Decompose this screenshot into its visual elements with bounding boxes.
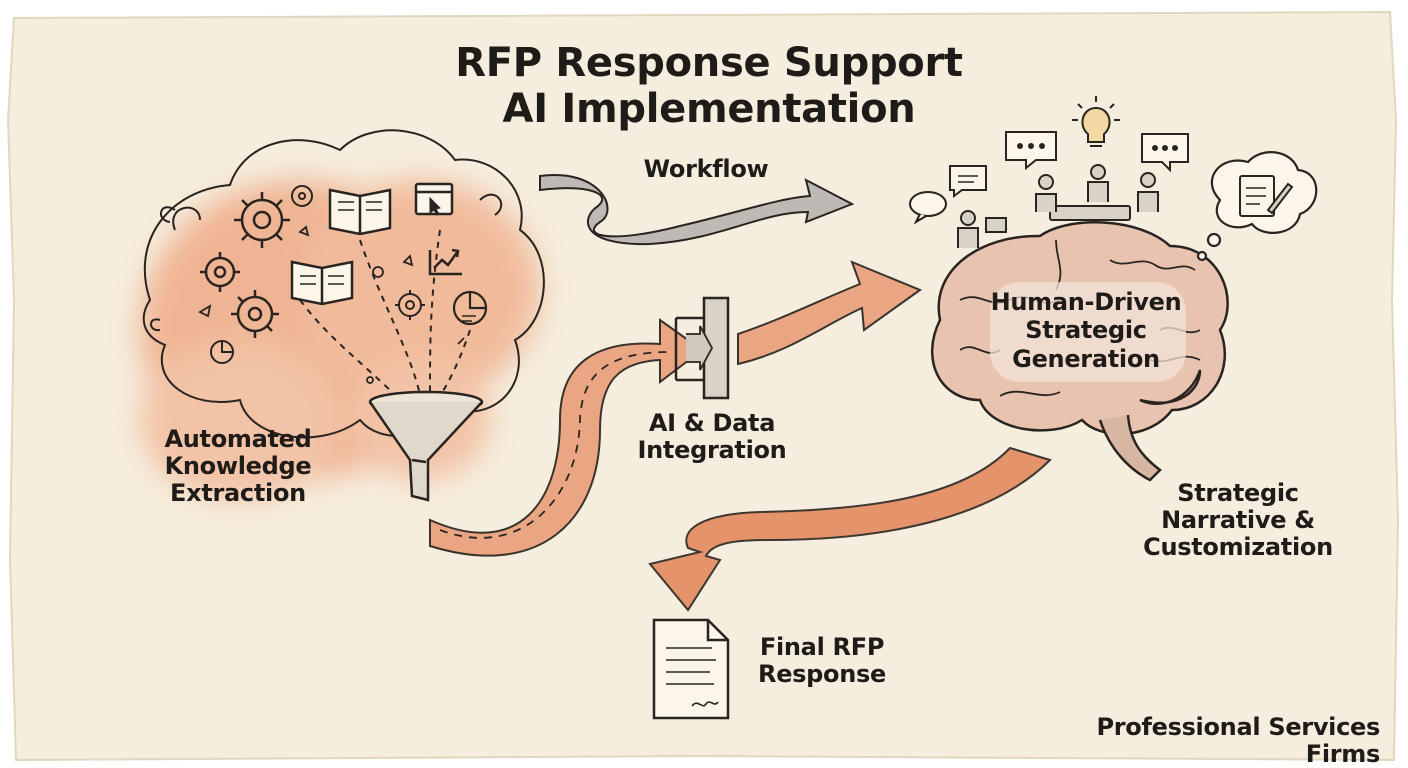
funnel-icon bbox=[368, 390, 484, 502]
narrative-line-1: Strategic bbox=[1177, 479, 1299, 507]
integration-line-1: AI & Data bbox=[648, 409, 776, 437]
human-line-1: Human-Driven bbox=[990, 288, 1182, 316]
knowledge-cloud bbox=[142, 129, 545, 439]
narrative-line-2: Narrative & bbox=[1161, 505, 1315, 534]
book-icon bbox=[328, 188, 392, 236]
final-line-1: Final RFP bbox=[759, 633, 885, 661]
lightbulb-icon bbox=[1072, 96, 1120, 147]
final-response-label: Final RFP Response bbox=[742, 634, 902, 688]
brain-to-final-arrow bbox=[648, 446, 1052, 612]
pie-chart-icon bbox=[210, 340, 234, 364]
narrative-line-3: Customization bbox=[1143, 532, 1333, 561]
final-document-icon bbox=[652, 618, 730, 720]
browser-cursor-icon bbox=[414, 182, 454, 216]
document-icon bbox=[1239, 175, 1294, 217]
extraction-line-3: Extraction bbox=[170, 478, 306, 507]
integration-label: AI & Data Integration bbox=[612, 410, 812, 464]
speech-bubble-icon bbox=[949, 165, 987, 198]
decorative-marks bbox=[198, 225, 465, 384]
pie-chart-icon bbox=[452, 290, 488, 326]
footer-label: Professional Services Firms bbox=[1096, 713, 1380, 768]
human-generation-label: Human-Driven Strategic Generation bbox=[968, 288, 1204, 373]
extraction-label: Automated Knowledge Extraction bbox=[148, 426, 328, 507]
gear-icon bbox=[231, 290, 279, 338]
page-title: RFP Response Support AI Implementation bbox=[404, 40, 1014, 132]
funnel-to-gate-arrow bbox=[429, 318, 704, 557]
gate-to-brain-arrow bbox=[737, 260, 923, 366]
human-line-3: Generation bbox=[1012, 344, 1160, 373]
gear-icon bbox=[395, 290, 425, 320]
title-line-2: AI Implementation bbox=[502, 86, 916, 132]
gear-icon bbox=[291, 185, 313, 207]
speech-bubble-icon bbox=[1005, 131, 1057, 171]
narrative-label: Strategic Narrative & Customization bbox=[1128, 480, 1348, 561]
book-icon bbox=[290, 260, 354, 306]
workflow-arrow bbox=[539, 173, 855, 246]
human-line-2: Strategic bbox=[1025, 316, 1147, 345]
integration-line-2: Integration bbox=[637, 435, 787, 464]
workflow-label: Workflow bbox=[643, 155, 769, 183]
brain-icon bbox=[930, 221, 1229, 482]
gear-icon bbox=[200, 252, 240, 292]
extraction-line-2: Knowledge bbox=[164, 451, 312, 480]
speech-bubble-icon bbox=[909, 191, 947, 225]
extraction-line-1: Automated bbox=[164, 425, 312, 453]
title-line-1: RFP Response Support bbox=[455, 40, 963, 86]
gate-icon bbox=[674, 296, 730, 400]
chart-icon bbox=[428, 248, 462, 276]
people-meeting-icon bbox=[957, 164, 1159, 248]
speech-bubble-icon bbox=[1141, 133, 1189, 173]
final-line-2: Response bbox=[758, 659, 886, 688]
gear-icon bbox=[234, 192, 290, 248]
flow-lines bbox=[299, 229, 471, 401]
